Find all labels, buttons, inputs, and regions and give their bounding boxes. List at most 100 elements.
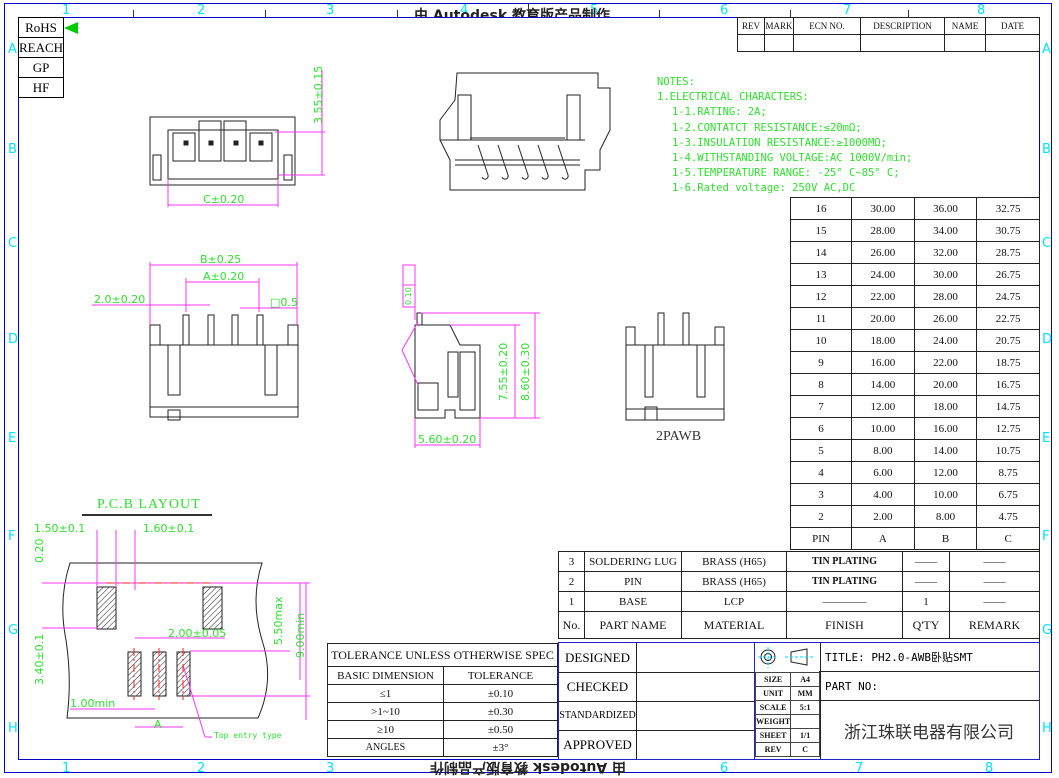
inner-frame [18,17,1040,760]
compliance-table: RoHS REACH GP HF [17,17,65,98]
dim-pcb-lug-width: 1.50±0.1 [34,522,86,535]
zone-col-1: 1 [62,3,71,18]
green-triangle-flag-icon [64,22,78,34]
zone-row-b-right: B [1042,142,1051,157]
electrical-notes: NOTES:1.ELECTRICAL CHARACTERS:1-1.RATING… [657,75,912,197]
note-item: 1-3.INSULATION RESISTANCE:≥1000MΩ; [672,136,887,149]
zone-col-2: 2 [197,3,206,18]
zone-row-e: E [8,431,17,446]
isometric-view [439,72,611,191]
tolerance-title: TOLERANCE UNLESS OTHERWISE SPEC [327,643,558,667]
tolerance-table: TOLERANCE UNLESS OTHERWISE SPEC BASIC DI… [327,643,558,757]
note-item: 1-2.CONTATCT RESISTANCE:≤20mΩ; [672,121,862,134]
bom-remark: —— [949,571,1040,592]
bom-header-cell: Q'TY [902,611,950,639]
zone-row-a: A [8,42,17,57]
zone-col-3: 3 [326,3,335,18]
dim-c-value: 4.75 [976,505,1040,528]
drawing-title: TITLE: PH2.0-AWB卧贴SMT [819,643,1039,672]
spec-value: C [790,742,820,757]
zone-row-d-right: D [1042,332,1053,347]
dim-a-value: 30.00 [851,197,915,220]
dim-top-width: C±0.20 [203,193,245,206]
bom-qty: —— [902,551,950,572]
dim-side-flatness: 0.10 [404,287,413,305]
pin-table-header-cell: C [976,527,1040,550]
zone-row-c-right: C [1042,236,1052,251]
dim-front-pitch: 2.0±0.20 [94,293,146,306]
role-designed: DESIGNED [559,643,636,673]
dim-c-value: 16.75 [976,373,1040,396]
bom-header-cell: FINISH [786,611,903,639]
dim-front-pin: □0.5 [270,296,298,309]
bom-header-cell: REMARK [949,611,1040,639]
zone-row-h: H [8,721,18,736]
pcb-layout-title: P.C.B LAYOUT [97,497,201,512]
zone-col-8: 8 [977,3,986,18]
dim-pcb-depth-min: 9.00min [294,612,307,658]
zone-col-6-bottom: 6 [720,761,729,776]
dim-pcb-pitch: 2.00±0.05 [168,627,227,640]
zone-col-3-bottom: 3 [326,761,335,776]
tolerance-row: ≥10±0.50 [327,720,558,739]
pcb-callout-top-entry: Top entry type [214,731,282,740]
dim-top-height: 3.55±0.15 [312,65,325,124]
side-view [414,312,481,419]
zone-col-6: 6 [720,3,729,18]
zone-col-5: 5 [590,3,599,18]
dim-front-b: B±0.25 [200,253,242,266]
bom-header-cell: No. [558,611,585,639]
pcb-layout-outline [62,562,269,719]
bom-header-cell: MATERIAL [681,611,787,639]
tolerance-header-tolerance: TOLERANCE [443,666,558,685]
zone-row-f: F [8,529,16,544]
dim-a-value: 14.00 [851,373,915,396]
approval-roles: DESIGNED CHECKED STANDARDIZED APPROVED [559,643,636,759]
revision-row [737,34,1040,52]
pin-table-header-cell: A [851,527,915,550]
zone-row-b: B [8,142,17,157]
dim-pcb-edge: 1.00min [70,697,116,710]
dim-a-value: 12.00 [851,395,915,418]
part-number: PART NO: [819,672,1039,701]
side-view-dimensions [401,264,540,448]
zone-col-4: 4 [460,3,469,18]
compliance-reach: REACH [17,37,65,58]
front-view [149,314,299,421]
note-item: 1-5.TEMPERATURE RANGE: -25° C~85° C; [672,167,900,180]
bom-material: BRASS (H65) [681,551,787,572]
bom-header-cell: PART NAME [584,611,682,639]
bom-part-name: BASE [584,591,682,612]
pcb-centerlines [106,582,212,700]
note-item: 1-4.WITHSTANDING VOLTAGE:AC 1000V/min; [672,152,913,165]
zone-row-d: D [8,332,19,347]
variant-label: 2PAWB [656,429,702,444]
outer-frame [4,3,1052,773]
zone-row-g-right: G [1042,623,1053,638]
zone-row-a-right: A [1042,42,1051,57]
dim-side-h2: 8.60±0.30 [519,342,532,401]
pin-table-header-cell: PIN [790,527,852,550]
dim-a-value: 16.00 [851,351,915,374]
dim-side-h1: 7.55±0.20 [497,342,510,401]
dim-c-value: 20.75 [976,329,1040,352]
dim-c-value: 18.75 [976,351,1040,374]
dim-pcb-row: 3.40±0.1 [33,633,46,685]
dim-a-value: 28.00 [851,219,915,242]
dim-pcb-a: A [154,718,162,731]
